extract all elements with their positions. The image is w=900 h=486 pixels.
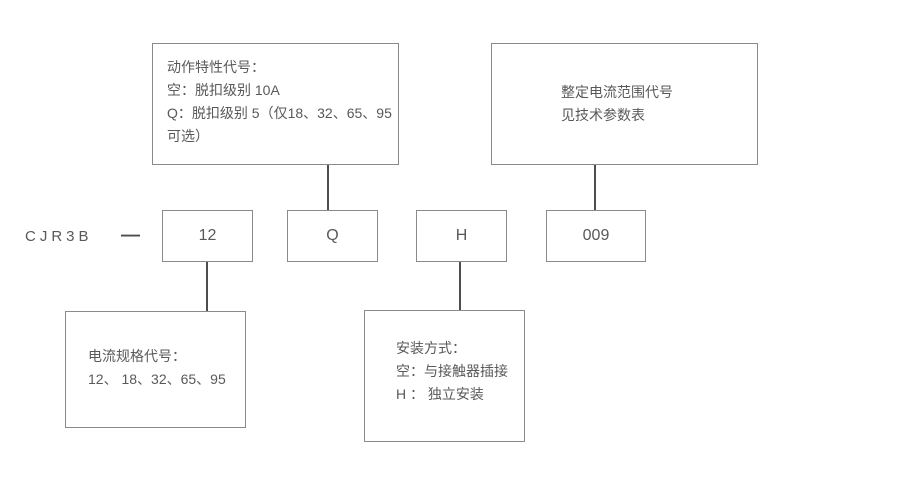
code-value: Q: [326, 227, 339, 244]
callout-line: 空：与接触器插接: [396, 363, 508, 379]
callout-current-spec: 电流规格代号： 12、 18、32、65、95: [65, 311, 246, 428]
callout-line: 整定电流范围代号: [561, 84, 673, 100]
callout-line: 动作特性代号：: [167, 59, 265, 75]
callout-line: 12、 18、32、65、95: [88, 371, 226, 387]
callout-line: 可选）: [167, 128, 209, 144]
callout-line: 空：脱扣级别 10A: [167, 82, 280, 98]
connector-current-spec: [206, 262, 208, 311]
callout-current-range: 整定电流范围代号 见技术参数表: [491, 43, 758, 165]
code-box-current-range: 009: [546, 210, 646, 262]
connector-mounting-type: [459, 262, 461, 310]
callout-line: Q：脱扣级别 5（仅18、32、65、95: [167, 105, 392, 121]
callout-line: 电流规格代号：: [88, 348, 186, 364]
connector-current-range: [594, 165, 596, 211]
callout-mounting-type: 安装方式： 空：与接触器插接 H ： 独立安装: [364, 310, 525, 442]
code-box-mounting-type: H: [416, 210, 507, 262]
code-box-action-characteristic: Q: [287, 210, 378, 262]
callout-action-characteristic: 动作特性代号： 空：脱扣级别 10A Q：脱扣级别 5（仅18、32、65、95…: [152, 43, 399, 165]
model-prefix-label: CJR3B: [25, 228, 93, 245]
code-value: 009: [582, 227, 610, 244]
callout-line: 见技术参数表: [561, 107, 645, 123]
connector-action-characteristic: [327, 165, 329, 211]
callout-line: H ： 独立安装: [396, 386, 484, 402]
callout-line: 安装方式：: [396, 340, 466, 356]
dash-separator: —: [121, 225, 140, 246]
code-box-current-spec: 12: [162, 210, 253, 262]
code-value: H: [455, 227, 468, 244]
code-value: 12: [198, 227, 217, 244]
